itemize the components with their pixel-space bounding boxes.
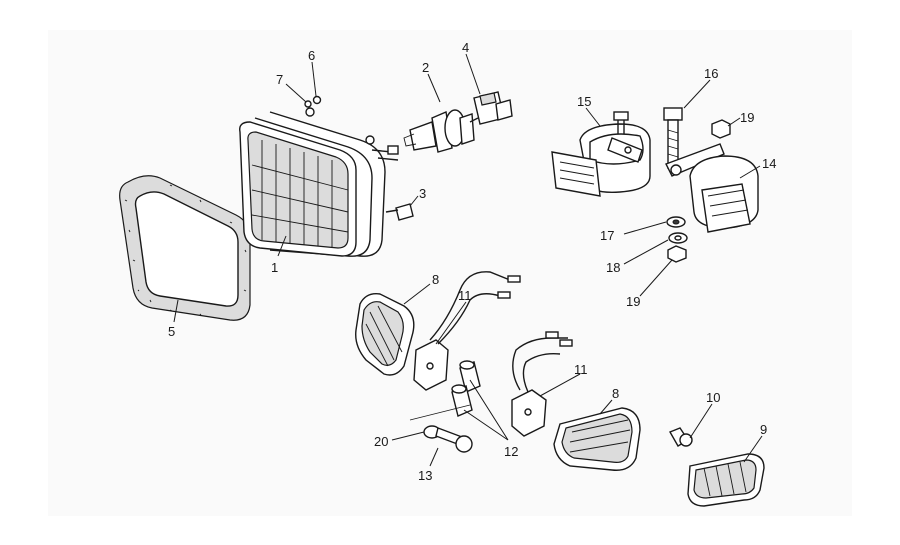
callout-11-right: 11	[574, 362, 588, 377]
callout-9: 9	[760, 422, 767, 437]
horn-nut-top	[711, 119, 731, 139]
rubber-spacers	[451, 360, 481, 417]
callout-4: 4	[462, 40, 469, 55]
leader-lines	[173, 53, 763, 467]
signal-screw	[409, 404, 473, 453]
turn-signal-right	[553, 407, 641, 471]
headlight-screw	[304, 95, 322, 108]
callout-17: 17	[600, 228, 614, 243]
signal-socket-right	[511, 331, 573, 437]
callout-8-right: 8	[612, 386, 619, 401]
callout-1: 1	[271, 260, 278, 275]
horn-washers	[666, 216, 688, 263]
callout-20: 20	[374, 434, 388, 449]
callout-7: 7	[276, 72, 283, 87]
horn-left	[551, 111, 651, 197]
signal-bulb	[668, 427, 693, 447]
callout-16: 16	[704, 66, 718, 81]
headlight-gasket	[119, 175, 251, 321]
callout-3: 3	[419, 186, 426, 201]
callout-8-left: 8	[432, 272, 439, 287]
headlight-bulb	[403, 109, 475, 153]
callout-5: 5	[168, 324, 175, 339]
callout-labels: 1 2 3 4 5 6 7 8 8 9 10 11 11 12 13 14 15…	[168, 40, 776, 483]
signal-socket-left	[413, 271, 521, 391]
adjustment-screw	[385, 203, 414, 221]
callout-6: 6	[308, 48, 315, 63]
callout-19-bottom: 19	[626, 294, 640, 309]
callout-15: 15	[577, 94, 591, 109]
headlight-unit	[239, 107, 399, 257]
callout-12: 12	[504, 444, 518, 459]
callout-2: 2	[422, 60, 429, 75]
horn-bolt	[663, 107, 683, 169]
horn-right	[665, 143, 759, 233]
callout-13: 13	[418, 468, 432, 483]
callout-19-top: 19	[740, 110, 754, 125]
rear-reflector	[687, 453, 765, 507]
bulb-connector	[469, 91, 513, 125]
callout-11-left: 11	[458, 288, 472, 303]
callout-18: 18	[606, 260, 620, 275]
turn-signal-left	[355, 293, 415, 376]
callout-10: 10	[706, 390, 720, 405]
callout-14: 14	[762, 156, 776, 171]
